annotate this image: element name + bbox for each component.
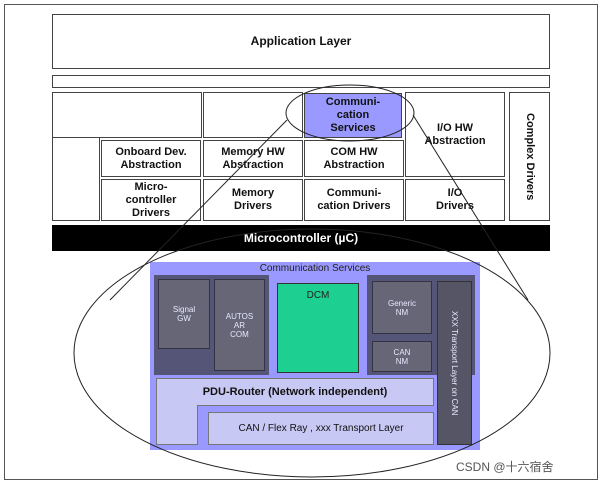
watermark: CSDN @十六宿舍 xyxy=(456,460,554,474)
rte-bar xyxy=(52,75,550,88)
autosar-com-label: AUTOS AR COM xyxy=(225,311,254,339)
complex-drivers-label: Complex Drivers xyxy=(524,112,536,201)
dcm-box: DCM xyxy=(277,283,359,373)
can-transport-layer-box: XXX Transport Layer on CAN xyxy=(437,281,472,445)
io-drivers-box: I/O Drivers xyxy=(405,179,505,221)
zoom-line-right xyxy=(412,114,529,301)
zoom-line-left xyxy=(109,119,288,301)
pdu-router-box: PDU-Router (Network independent) xyxy=(156,378,434,406)
signal-gateway-label: Signal GW xyxy=(172,305,196,323)
onboard-abstraction-box: Onboard Dev. Abstraction xyxy=(101,140,201,177)
micro-drivers-box: Micro- controller Drivers xyxy=(101,179,201,221)
onboard-abstraction-label: Onboard Dev. Abstraction xyxy=(115,145,187,171)
communication-services-label: Communi- cation Services xyxy=(325,96,381,134)
zoom-source-ellipse xyxy=(285,84,415,142)
pdu-router-label: PDU-Router (Network independent) xyxy=(202,386,388,398)
dcm-label: DCM xyxy=(306,290,330,301)
can-nm-box: CAN NM xyxy=(372,341,432,372)
memory-hw-abstraction-label: Memory HW Abstraction xyxy=(221,145,285,171)
memory-drivers-box: Memory Drivers xyxy=(203,179,303,221)
micro-drivers-label: Micro- controller Drivers xyxy=(125,180,177,219)
communication-services-detail-title: Communication Services xyxy=(259,263,371,274)
com-hw-abstraction-label: COM HW Abstraction xyxy=(323,145,385,171)
services-left-box xyxy=(52,92,202,138)
transport-layer-label: CAN / Flex Ray , xxx Transport Layer xyxy=(238,423,404,434)
io-hw-abstraction-box: I/O HW Abstraction xyxy=(405,92,505,177)
signal-gateway-box: Signal GW xyxy=(158,279,210,349)
generic-nm-box: Generic NM xyxy=(372,281,432,334)
memory-hw-abstraction-box: Memory HW Abstraction xyxy=(203,140,303,177)
complex-drivers-box: Complex Drivers xyxy=(509,92,550,221)
pdu-router-extension xyxy=(156,405,198,445)
io-hw-abstraction-label: I/O HW Abstraction xyxy=(424,121,486,147)
generic-nm-label: Generic NM xyxy=(387,298,416,317)
communication-drivers-label: Communi- cation Drivers xyxy=(317,187,391,212)
io-drivers-label: I/O Drivers xyxy=(436,187,474,212)
can-nm-label: CAN NM xyxy=(393,347,411,366)
microcontroller-label: Microcontroller (µC) xyxy=(243,230,359,245)
application-layer-label: Application Layer xyxy=(250,34,352,48)
can-transport-layer-label: XXX Transport Layer on CAN xyxy=(450,310,459,416)
communication-drivers-box: Communi- cation Drivers xyxy=(304,179,404,221)
left-filler-box xyxy=(52,138,100,221)
application-layer-box: Application Layer xyxy=(52,14,550,69)
transport-layer-box: CAN / Flex Ray , xxx Transport Layer xyxy=(208,412,434,445)
autosar-com-box: AUTOS AR COM xyxy=(214,279,265,371)
communication-services-box: Communi- cation Services xyxy=(304,93,402,138)
memory-drivers-label: Memory Drivers xyxy=(231,187,275,212)
zoom-target-ellipse xyxy=(73,228,551,478)
